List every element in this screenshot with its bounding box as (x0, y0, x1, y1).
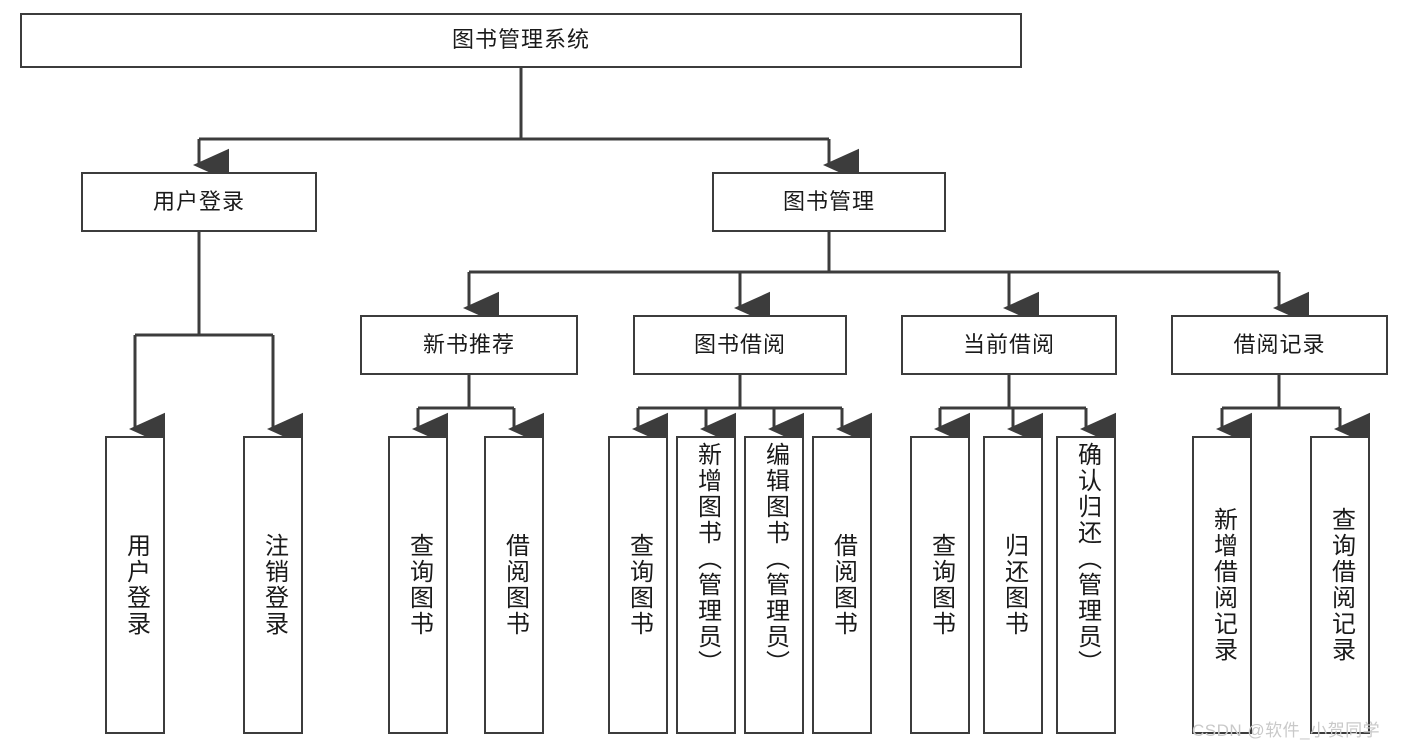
leaf-label: 编辑图书（管理员） (761, 442, 789, 676)
leaf-user-login[interactable]: 用户登录 (105, 436, 165, 734)
leaf-label: 确认归还（管理员） (1073, 442, 1101, 676)
leaf-label: 用户登录 (122, 533, 150, 637)
leaf-label: 查询图书 (405, 533, 433, 637)
leaf-query-book-current[interactable]: 查询图书 (910, 436, 970, 734)
leaf-borrow-book[interactable]: 借阅图书 (812, 436, 872, 734)
leaf-confirm-return-admin[interactable]: 确认归还（管理员） (1056, 436, 1116, 734)
csdn-watermark: CSDN @软件_小贺同学 (1192, 721, 1381, 740)
node-current-borrow[interactable]: 当前借阅 (901, 315, 1117, 375)
node-book-management-label: 图书管理 (782, 188, 875, 214)
leaf-label: 新增图书（管理员） (693, 442, 721, 676)
leaf-label: 新增借阅记录 (1209, 507, 1237, 663)
leaf-return-book[interactable]: 归还图书 (983, 436, 1043, 734)
node-new-book-recommend-label: 新书推荐 (422, 331, 515, 357)
node-root-label: 图书管理系统 (451, 27, 590, 53)
leaf-edit-book-admin[interactable]: 编辑图书（管理员） (744, 436, 804, 734)
leaf-logout[interactable]: 注销登录 (243, 436, 303, 734)
leaf-borrow-book-recommend[interactable]: 借阅图书 (484, 436, 544, 734)
node-root[interactable]: 图书管理系统 (20, 13, 1022, 68)
node-user-login[interactable]: 用户登录 (81, 172, 317, 232)
node-borrow-record-label: 借阅记录 (1233, 331, 1326, 357)
leaf-label: 借阅图书 (829, 533, 857, 637)
leaf-query-book-recommend[interactable]: 查询图书 (388, 436, 448, 734)
leaf-query-book-borrow[interactable]: 查询图书 (608, 436, 668, 734)
leaf-label: 查询图书 (927, 533, 955, 637)
leaf-label: 借阅图书 (501, 533, 529, 637)
leaf-label: 注销登录 (260, 533, 288, 637)
leaf-label: 查询图书 (625, 533, 653, 637)
node-book-borrow[interactable]: 图书借阅 (633, 315, 847, 375)
leaf-add-borrow-record[interactable]: 新增借阅记录 (1192, 436, 1252, 734)
node-book-borrow-label: 图书借阅 (693, 331, 786, 357)
leaf-label: 归还图书 (1000, 533, 1028, 637)
node-user-login-label: 用户登录 (152, 188, 245, 214)
leaf-add-book-admin[interactable]: 新增图书（管理员） (676, 436, 736, 734)
node-borrow-record[interactable]: 借阅记录 (1171, 315, 1388, 375)
node-book-management[interactable]: 图书管理 (712, 172, 946, 232)
leaf-query-borrow-record[interactable]: 查询借阅记录 (1310, 436, 1370, 734)
node-new-book-recommend[interactable]: 新书推荐 (360, 315, 578, 375)
node-current-borrow-label: 当前借阅 (962, 331, 1055, 357)
leaf-label: 查询借阅记录 (1327, 507, 1355, 663)
